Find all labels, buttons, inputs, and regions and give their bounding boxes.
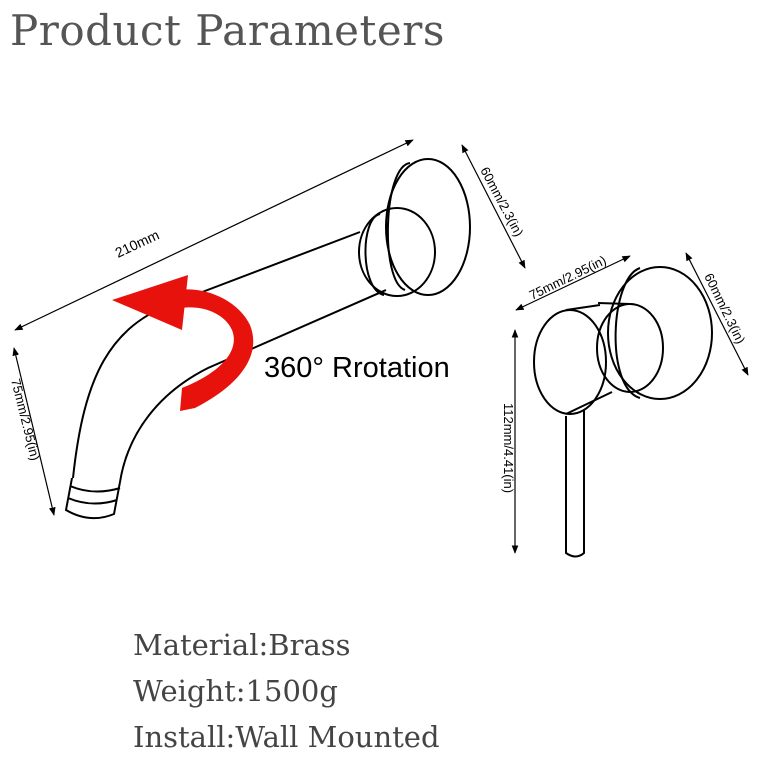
spout-flange-label: 60mm/2.3(in) [477,164,526,239]
lever-height-label: 112mm/4.41(in) [501,403,516,493]
spout-length-label: 210mm [113,226,162,260]
spec-material: Material:Brass [133,628,351,662]
handle-length-label: 75mm/2.95(in) [527,252,609,302]
spec-install: Install:Wall Mounted [133,720,440,754]
handle-dimension-lines [511,252,749,554]
page-title: Product Parameters [10,6,445,55]
spout-height-label: 75mm/2.95(in) [8,377,43,462]
handle-outline [533,266,713,558]
rotation-arrow-icon [112,275,254,411]
spout-outline [64,158,471,520]
spec-list: Material:Brass Weight:1500g Install:Wall… [133,622,440,760]
spec-weight: Weight:1500g [133,674,338,708]
rotation-label: 360° Rrotation [264,352,450,384]
spout-dimension-lines [12,139,526,516]
